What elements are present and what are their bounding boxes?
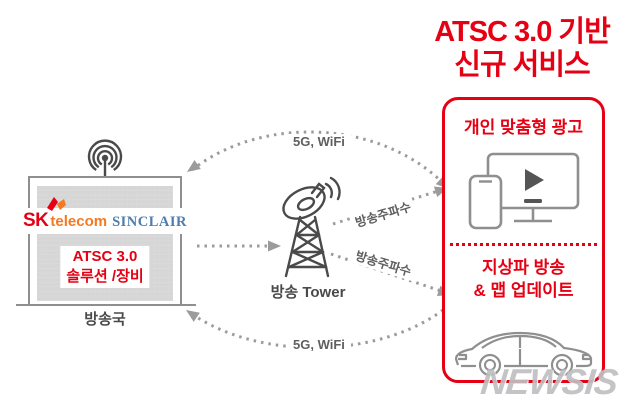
arrowhead — [187, 160, 201, 172]
broadcaster-label: 방송국 — [84, 311, 126, 328]
personalized-ads-title: 개인 맞춤형 광고 — [464, 118, 583, 137]
terrestrial-map-title-line1: 지상파 방송 — [482, 258, 565, 277]
building-ground-line — [16, 304, 196, 306]
page-title-line2: 신규 서비스 — [454, 49, 590, 81]
terrestrial-map-title-line2: & 맵 업데이트 — [473, 281, 574, 300]
services-panel: 개인 맞춤형 광고 지상파 방송 & 맵 업데이트 — [442, 97, 605, 383]
terrestrial-map-title: 지상파 방송 & 맵 업데이트 — [445, 256, 602, 302]
panel-divider — [450, 243, 597, 246]
broadcast-antenna-icon — [87, 139, 123, 177]
arrowhead — [186, 310, 200, 322]
sk-butterfly-icon — [46, 197, 66, 211]
product-line2: 솔루션 /장비 — [66, 268, 144, 285]
top-link-label: 5G, WiFi — [287, 134, 351, 149]
broadcast-tower-icon — [282, 176, 341, 278]
broadcaster-product: ATSC 3.0 솔루션 /장비 — [60, 246, 150, 288]
page-title-line1: ATSC 3.0 기반 — [434, 16, 611, 48]
top-5g-wifi-arc — [191, 130, 448, 188]
page-title: ATSC 3.0 기반 신규 서비스 — [404, 16, 640, 82]
tower-label: 방송 Tower — [270, 284, 346, 301]
bottom-link-label: 5G, WiFi — [287, 337, 351, 352]
broadcaster-logos: SK telecom SINCLAIR — [19, 197, 191, 234]
product-line1: ATSC 3.0 — [72, 248, 138, 265]
sk-logo-text: SK — [22, 210, 49, 231]
arrowhead — [268, 240, 281, 252]
car-icon — [454, 331, 593, 377]
broadcaster-building: SK telecom SINCLAIR ATSC 3.0 솔루션 /장비 — [19, 176, 191, 304]
telecom-logo-text: telecom — [50, 213, 108, 230]
newsis-watermark: NEWSIS — [478, 361, 620, 402]
sinclair-logo-text: SINCLAIR — [112, 214, 188, 230]
tv-phone-play-icon — [468, 152, 580, 230]
freq-upper-arrow — [332, 189, 439, 226]
